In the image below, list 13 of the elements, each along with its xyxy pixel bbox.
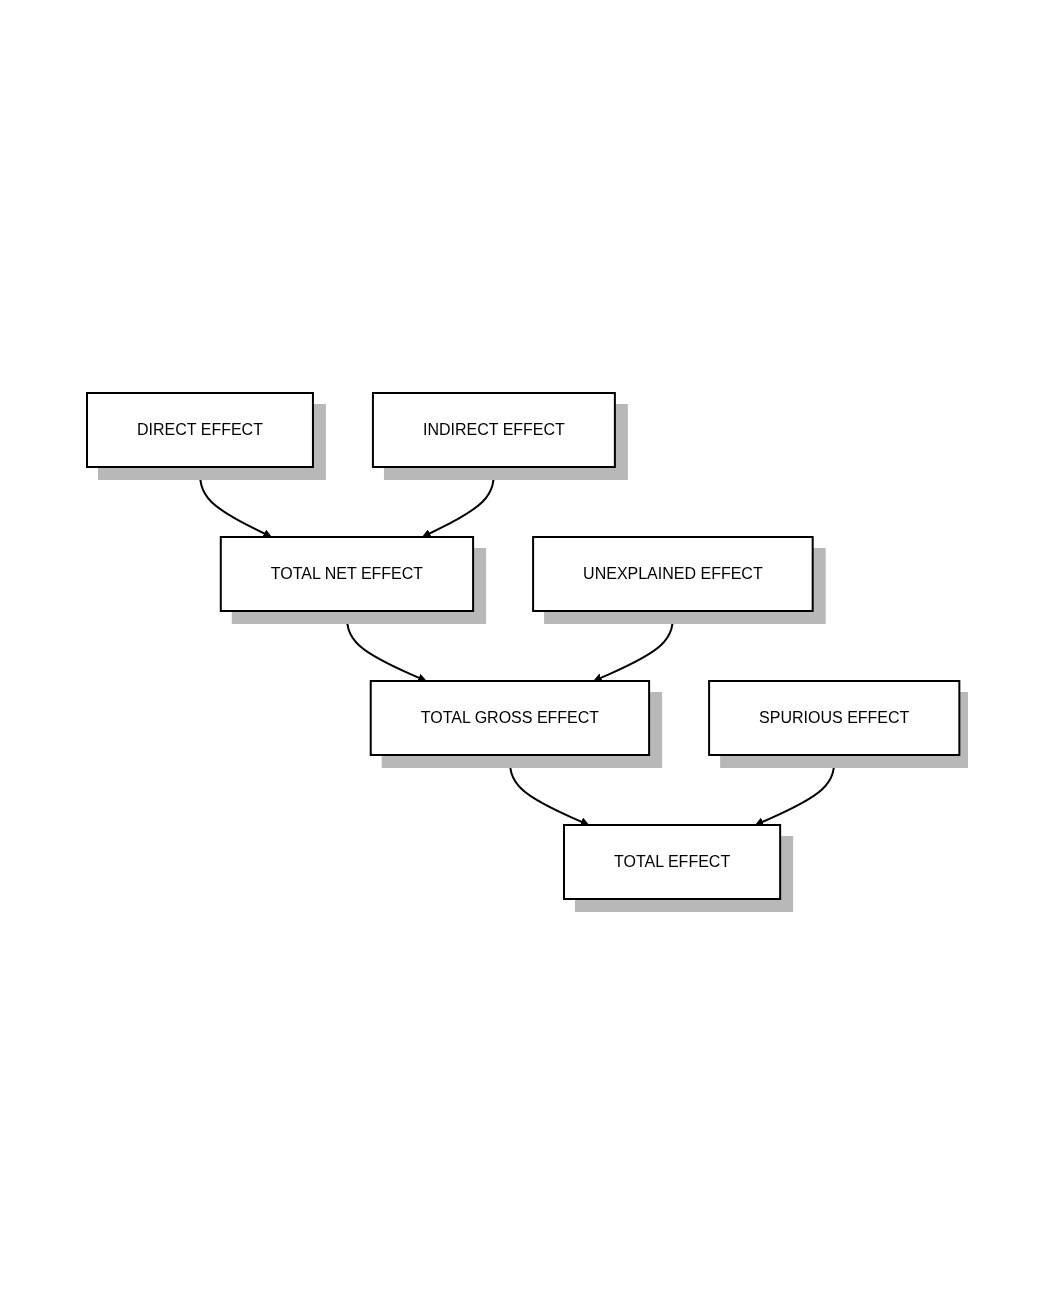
node-box: TOTAL GROSS EFFECT — [370, 680, 651, 756]
node-box: INDIRECT EFFECT — [372, 392, 617, 468]
node-box: DIRECT EFFECT — [86, 392, 315, 468]
node-box: SPURIOUS EFFECT — [708, 680, 961, 756]
node-box: TOTAL NET EFFECT — [220, 536, 475, 612]
arrow — [509, 754, 590, 826]
arrow — [346, 610, 427, 682]
arrow — [422, 466, 496, 538]
arrow — [755, 754, 836, 826]
arrow — [593, 610, 675, 682]
node-box: UNEXPLAINED EFFECT — [532, 536, 814, 612]
arrow — [199, 466, 273, 538]
node-box: TOTAL EFFECT — [563, 824, 782, 900]
